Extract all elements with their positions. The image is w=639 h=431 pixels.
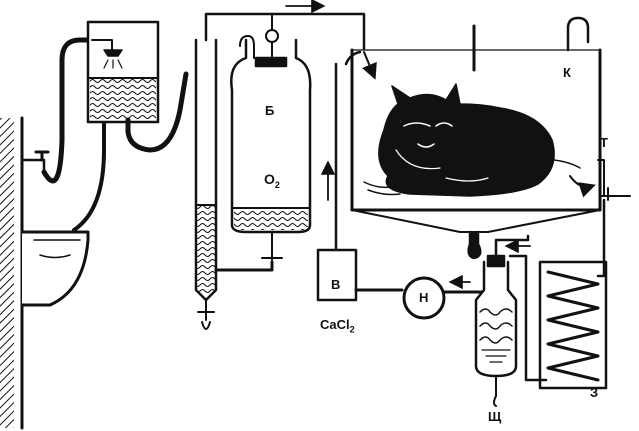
- supply-hose: [41, 37, 95, 184]
- pump: [402, 274, 490, 320]
- alkali-absorber: [474, 234, 530, 407]
- faucet: [20, 150, 50, 172]
- water-tank: [86, 20, 189, 153]
- label-z: З: [590, 385, 599, 400]
- oxygen-bottle: [214, 13, 312, 272]
- coil-cooler: [504, 198, 608, 390]
- label-b: Б: [265, 103, 275, 118]
- label-n: Н: [419, 290, 429, 305]
- sink: [20, 230, 90, 307]
- label-t: Т: [600, 135, 608, 150]
- cat-illustration: [363, 83, 581, 197]
- label-v: В: [331, 277, 341, 292]
- drain-hose: [72, 118, 106, 232]
- wall: [0, 116, 24, 430]
- label-o2: O2: [264, 171, 280, 190]
- label-k: К: [563, 65, 571, 80]
- measuring-column: [194, 12, 366, 330]
- label-shch: Щ: [488, 409, 502, 424]
- cacl2-tube: [316, 50, 404, 302]
- label-cacl2: CaCl2: [320, 317, 355, 335]
